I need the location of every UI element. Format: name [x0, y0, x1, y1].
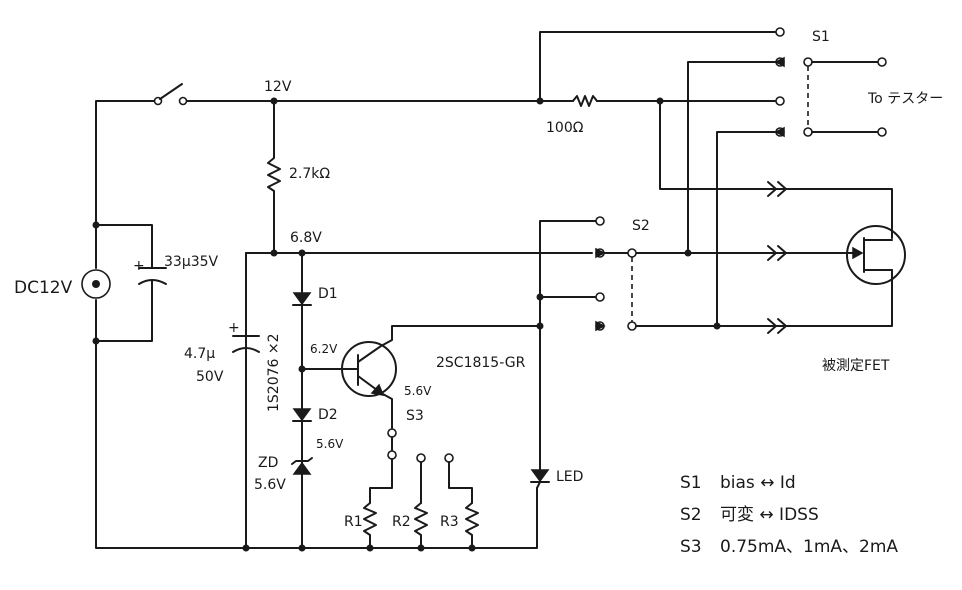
legend-text-s2: 可変 ↔ IDSS	[720, 505, 819, 525]
label-d2: D2	[318, 407, 338, 423]
label-cap-4-7u: 4.7μ	[184, 346, 215, 362]
label-12v: 12V	[264, 79, 292, 95]
label-d1: D1	[318, 286, 338, 302]
switch-s2	[595, 216, 794, 332]
svg-text:+: +	[228, 320, 240, 336]
label-r3: R3	[440, 514, 459, 530]
label-5-6v-zener: 5.6V	[316, 437, 344, 451]
label-r-2-7k: 2.7kΩ	[289, 166, 330, 182]
label-2sc1815: 2SC1815-GR	[436, 355, 526, 371]
led-branch	[530, 220, 599, 489]
label-r1: R1	[344, 514, 363, 530]
label-fet-under-test: 被測定FET	[822, 358, 890, 374]
capacitor-4-7u: +	[228, 320, 260, 353]
legend-text-s1: bias ↔ Id	[720, 473, 796, 493]
label-6-8v: 6.8V	[290, 230, 322, 246]
label-5-6v-emitter: 5.6V	[404, 384, 432, 398]
label-s2: S2	[632, 218, 650, 234]
label-s3: S3	[406, 408, 424, 424]
label-s1: S1	[812, 29, 830, 45]
label-6-2v: 6.2V	[310, 342, 338, 356]
legend-key-s2: S2	[680, 505, 702, 525]
transistor-2sc1815	[301, 325, 541, 429]
label-1s2076: 1S2076 ×2	[266, 333, 282, 412]
dc-jack	[81, 269, 111, 299]
supply-wiring	[95, 100, 541, 549]
label-to-tester: To テスター	[867, 91, 943, 107]
legend-key-s3: S3	[680, 537, 702, 557]
switch-s1	[774, 27, 887, 138]
label-zd-5-6v: 5.6V	[254, 477, 286, 493]
diode-chain	[291, 252, 313, 549]
junction-dots	[92, 97, 721, 552]
label-r2: R2	[392, 514, 411, 530]
legend-text-s3: 0.75mA、1mA、2mA	[720, 537, 898, 557]
resistor-2-7k	[267, 100, 281, 254]
fet-under-test	[792, 188, 906, 327]
label-100-ohm: 100Ω	[546, 120, 584, 136]
label-cap-33u: 33μ35V	[164, 254, 219, 270]
power-switch	[153, 83, 188, 106]
resistors-r1-r3	[363, 502, 479, 549]
label-led: LED	[556, 469, 583, 485]
switch-s3	[369, 428, 473, 504]
fet-connectors	[767, 181, 787, 334]
legend-key-s1: S1	[680, 473, 702, 493]
svg-text:+: +	[133, 258, 145, 274]
capacitor-33u: +	[133, 258, 167, 285]
s1-routing	[539, 31, 794, 327]
legend: S1 bias ↔ Id S2 可変 ↔ IDSS S3 0.75mA、1mA、…	[680, 473, 898, 557]
label-cap-50v: 50V	[196, 369, 224, 385]
label-zd: ZD	[258, 455, 278, 471]
label-dc12v: DC12V	[14, 278, 73, 298]
